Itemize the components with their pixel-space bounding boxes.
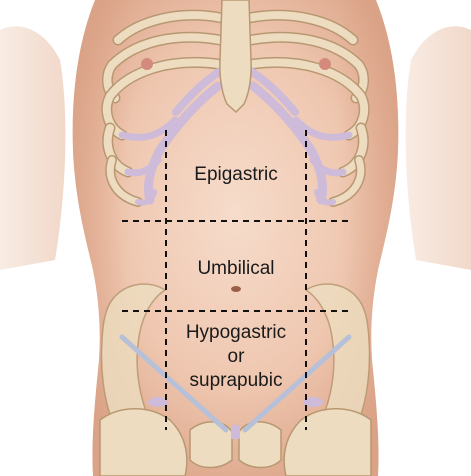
sternum xyxy=(220,0,251,112)
umbilical-label: Umbilical xyxy=(166,258,306,280)
right-nipple xyxy=(319,58,331,70)
left-nipple xyxy=(141,58,153,70)
suprapubic-label: suprapubic xyxy=(166,370,306,392)
left-arm xyxy=(0,26,65,270)
navel xyxy=(231,286,241,292)
right-arm xyxy=(406,26,471,270)
hypogastric-or-label: or xyxy=(166,346,306,368)
hypogastric-label: Hypogastric xyxy=(166,322,306,344)
epigastric-label: Epigastric xyxy=(166,164,306,186)
